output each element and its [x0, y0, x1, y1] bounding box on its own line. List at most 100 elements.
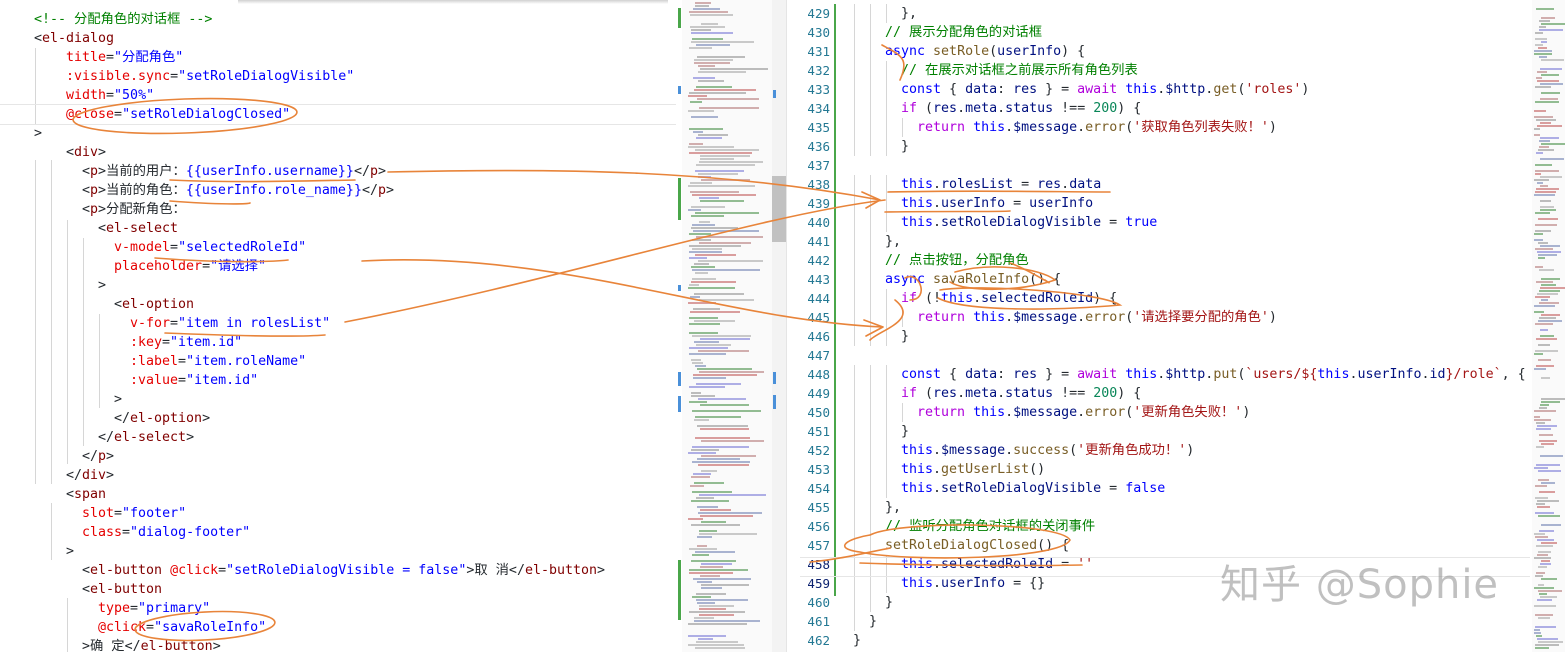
- code-text[interactable]: class="dialog-footer": [82, 523, 250, 542]
- right-line[interactable]: 446}: [800, 327, 1530, 346]
- code-text[interactable]: v-for="item in rolesList": [130, 314, 330, 333]
- code-text[interactable]: this.setRoleDialogVisible = false: [901, 479, 1165, 498]
- left-line[interactable]: </el-select>: [0, 428, 680, 447]
- right-line[interactable]: 461}: [800, 612, 1530, 631]
- code-text[interactable]: :key="item.id": [130, 333, 242, 352]
- left-line[interactable]: width="50%": [0, 86, 680, 105]
- code-text[interactable]: this.getUserList(): [901, 460, 1045, 479]
- left-line[interactable]: :key="item.id": [0, 333, 680, 352]
- code-text[interactable]: <!-- 分配角色的对话框 -->: [34, 10, 212, 29]
- code-text[interactable]: },: [901, 4, 917, 23]
- left-line[interactable]: v-model="selectedRoleId": [0, 238, 680, 257]
- left-line[interactable]: <p>当前的用户：{{userInfo.username}}</p>: [0, 162, 680, 181]
- code-text[interactable]: <el-button: [82, 580, 162, 599]
- code-text[interactable]: if (!this.selectedRoleId) {: [901, 289, 1117, 308]
- left-line[interactable]: class="dialog-footer": [0, 523, 680, 542]
- code-text[interactable]: <el-dialog: [34, 29, 114, 48]
- right-line[interactable]: 442// 点击按钮，分配角色: [800, 251, 1530, 270]
- right-line[interactable]: 437: [800, 156, 1530, 175]
- code-text[interactable]: >: [34, 124, 42, 143]
- left-line[interactable]: :value="item.id": [0, 371, 680, 390]
- code-text[interactable]: if (res.meta.status !== 200) {: [901, 99, 1141, 118]
- code-text[interactable]: }: [869, 612, 877, 631]
- code-text[interactable]: <el-select: [98, 219, 178, 238]
- left-line[interactable]: <el-option: [0, 295, 680, 314]
- code-text[interactable]: async setRole(userInfo) {: [885, 42, 1085, 61]
- code-text[interactable]: // 在展示对话框之前展示所有角色列表: [901, 61, 1138, 80]
- left-line[interactable]: >: [0, 124, 680, 143]
- left-line[interactable]: <div>: [0, 143, 680, 162]
- code-text[interactable]: this.userInfo = {}: [901, 574, 1045, 593]
- right-line[interactable]: 432// 在展示对话框之前展示所有角色列表: [800, 61, 1530, 80]
- right-minimap[interactable]: [1532, 0, 1565, 652]
- code-text[interactable]: return this.$message.error('请选择要分配的角色'): [917, 308, 1277, 327]
- code-text[interactable]: >: [114, 390, 122, 409]
- code-text[interactable]: :value="item.id": [130, 371, 258, 390]
- code-text[interactable]: width="50%": [66, 86, 154, 105]
- left-line[interactable]: >: [0, 542, 680, 561]
- left-line[interactable]: <span: [0, 485, 680, 504]
- left-line[interactable]: slot="footer": [0, 504, 680, 523]
- code-text[interactable]: placeholder="请选择": [114, 257, 266, 276]
- left-line[interactable]: <p>当前的角色：{{userInfo.role_name}}</p>: [0, 181, 680, 200]
- left-line[interactable]: </el-option>: [0, 409, 680, 428]
- code-text[interactable]: return this.$message.error('获取角色列表失败！'): [917, 118, 1277, 137]
- right-line[interactable]: 451}: [800, 422, 1530, 441]
- code-text[interactable]: </el-option>: [114, 409, 210, 428]
- left-scrollbar-thumb[interactable]: [772, 176, 786, 242]
- left-line[interactable]: <el-button @click="setRoleDialogVisible …: [0, 561, 680, 580]
- code-text[interactable]: this.$message.success('更新角色成功！'): [901, 441, 1194, 460]
- left-line[interactable]: v-for="item in rolesList": [0, 314, 680, 333]
- right-line[interactable]: 460}: [800, 593, 1530, 612]
- code-text[interactable]: this.rolesList = res.data: [901, 175, 1101, 194]
- left-line[interactable]: :visible.sync="setRoleDialogVisible": [0, 67, 680, 86]
- editor-split-divider[interactable]: [786, 0, 801, 652]
- left-line[interactable]: <!-- 分配角色的对话框 -->: [0, 10, 680, 29]
- code-text[interactable]: :visible.sync="setRoleDialogVisible": [66, 67, 354, 86]
- left-line[interactable]: title="分配角色": [0, 48, 680, 67]
- code-text[interactable]: </p>: [82, 447, 114, 466]
- code-text[interactable]: }: [901, 327, 909, 346]
- code-text[interactable]: <div>: [66, 143, 106, 162]
- left-line[interactable]: </p>: [0, 447, 680, 466]
- left-line[interactable]: >: [0, 276, 680, 295]
- code-text[interactable]: <el-option: [114, 295, 194, 314]
- left-line[interactable]: type="primary": [0, 599, 680, 618]
- code-text[interactable]: }: [901, 137, 909, 156]
- right-line[interactable]: 456// 监听分配角色对话框的关闭事件: [800, 517, 1530, 536]
- right-line[interactable]: 436}: [800, 137, 1530, 156]
- code-text[interactable]: v-model="selectedRoleId": [114, 238, 306, 257]
- left-line[interactable]: </div>: [0, 466, 680, 485]
- code-text[interactable]: <el-button @click="setRoleDialogVisible …: [82, 561, 605, 580]
- code-text[interactable]: }: [853, 631, 861, 650]
- right-line[interactable]: 447: [800, 346, 1530, 365]
- code-text[interactable]: },: [885, 498, 901, 517]
- left-line[interactable]: <p>分配新角色：: [0, 200, 680, 219]
- code-text[interactable]: if (res.meta.status !== 200) {: [901, 384, 1141, 403]
- code-text[interactable]: this.userInfo = userInfo: [901, 194, 1093, 213]
- code-text[interactable]: async savaRoleInfo() {: [885, 270, 1061, 289]
- code-text[interactable]: type="primary": [98, 599, 210, 618]
- left-minimap[interactable]: [682, 0, 777, 652]
- code-text[interactable]: title="分配角色": [66, 48, 183, 67]
- code-text[interactable]: const { data: res } = await this.$http.p…: [901, 365, 1530, 384]
- right-line[interactable]: 455},: [800, 498, 1530, 517]
- code-text[interactable]: <p>当前的角色：{{userInfo.role_name}}</p>: [82, 181, 394, 200]
- left-line[interactable]: <el-select: [0, 219, 680, 238]
- code-text[interactable]: setRoleDialogClosed() {: [885, 536, 1069, 555]
- left-line[interactable]: placeholder="请选择": [0, 257, 680, 276]
